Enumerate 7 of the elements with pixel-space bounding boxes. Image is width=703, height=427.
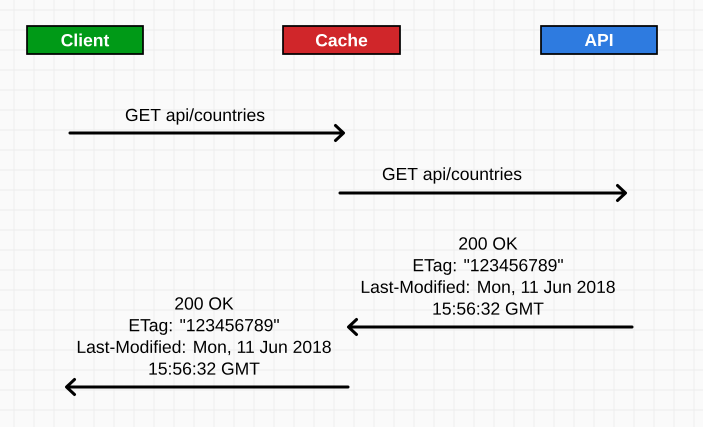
- message-label: 200 OK ETag: "123456789" Last-Modified: Mon, 11 Jun 2018 15:56:32 GMT: [78, 297, 331, 375]
- message-label: GET api/countries: [126, 108, 264, 125]
- participant-box: API: [540, 25, 658, 55]
- participant-box: Cache: [282, 25, 401, 55]
- participant-box: Client: [26, 25, 144, 55]
- message-label: GET api/countries: [382, 167, 522, 184]
- message-label: 200 OK ETag: "123456789" Last-Modified: Mon, 11 Jun 2018 15:56:32 GMT: [362, 237, 615, 315]
